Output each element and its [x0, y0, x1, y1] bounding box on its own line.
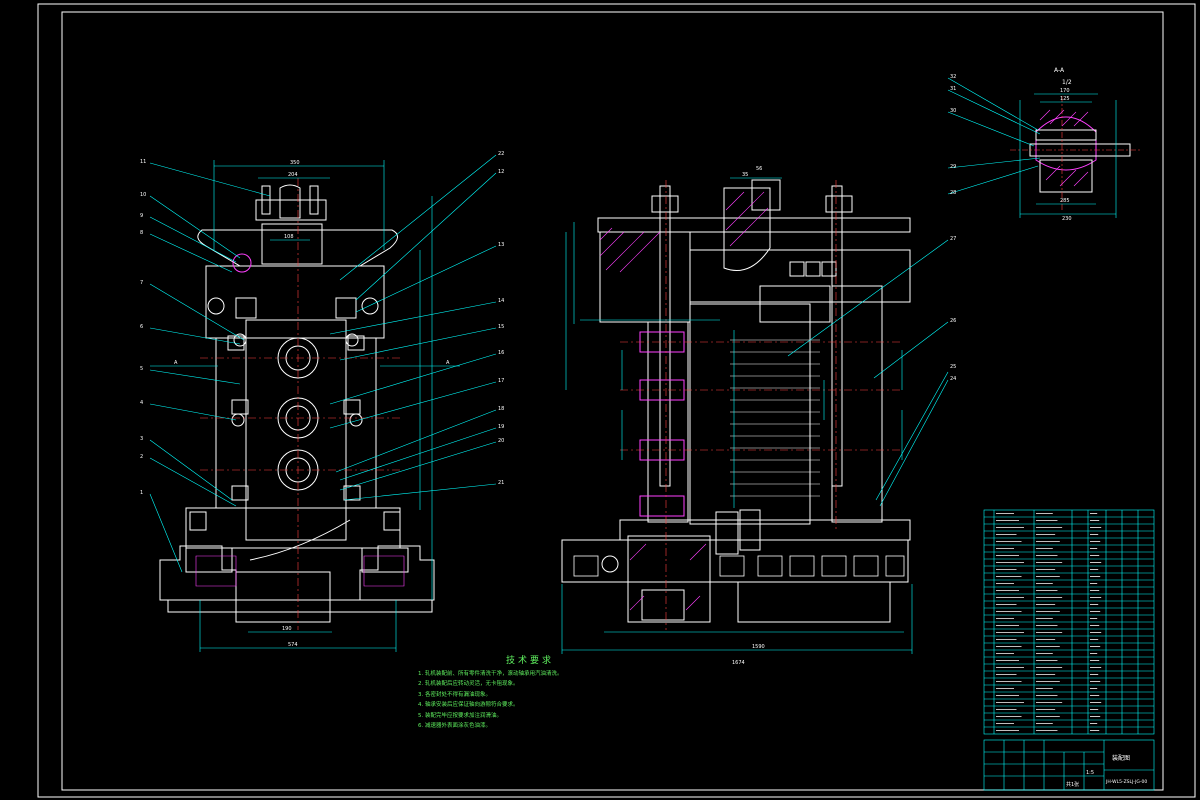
left-dim-350: 350 [290, 160, 300, 166]
right-dim-56: 56 [756, 166, 762, 172]
outer-border [37, 3, 1196, 798]
section-dim-170: 170 [1060, 88, 1070, 94]
right-dim-1590: 1590 [752, 644, 765, 650]
balloon-19: 19 [498, 424, 504, 430]
title-block-text: 装配图 1:5 共1张 JH-WL5-ZSLJ-JG-00 [1066, 754, 1147, 788]
note-item-6: 6. 减速器外表面涂灰色油漆。 [418, 723, 491, 729]
balloon-21: 21 [498, 480, 504, 486]
left-view [159, 184, 435, 623]
balloon-14: 14 [498, 298, 504, 304]
left-leaders [149, 154, 497, 573]
technical-requirements: 技术要求 1. 轧机装配前、所有零件清洗干净，滚动轴承用汽油清洗。 2. 轧机装… [418, 656, 628, 732]
bill-of-materials [983, 509, 1155, 735]
balloon-13: 13 [498, 242, 504, 248]
balloon-2: 2 [140, 454, 143, 460]
left-labels: 350 204 108 190 574 A A 11 10 9 8 7 6 5 … [140, 151, 504, 648]
balloon-1: 1 [140, 490, 143, 496]
balloon-11: 11 [140, 159, 146, 165]
note-item-4: 4. 轴承安装后应保证轴向游隙符合要求。 [418, 702, 519, 708]
left-section-mark-a-right: A [446, 360, 450, 366]
balloon-30: 30 [950, 108, 956, 114]
notes-title: 技术要求 [505, 656, 554, 666]
section-dim-125: 125 [1060, 96, 1070, 102]
balloon-22: 22 [498, 151, 504, 157]
balloon-10: 10 [140, 192, 146, 198]
balloon-9: 9 [140, 213, 143, 219]
section-view [1010, 96, 1140, 212]
section-dimensions [947, 77, 1117, 218]
right-dim-1674: 1674 [732, 660, 745, 666]
inner-border [61, 11, 1164, 791]
right-dim-35: 35 [742, 172, 748, 178]
left-dim-190: 190 [282, 626, 292, 632]
balloon-5: 5 [140, 366, 143, 372]
section-scale: 1/2 [1062, 79, 1072, 86]
balloon-18: 18 [498, 406, 504, 412]
balloon-28: 28 [950, 190, 956, 196]
right-dimensions [561, 177, 913, 654]
balloon-20: 20 [498, 438, 504, 444]
balloon-8: 8 [140, 230, 143, 236]
balloon-3: 3 [140, 436, 143, 442]
right-hatching [599, 191, 769, 611]
left-section-mark-a-left: A [174, 360, 178, 366]
balloon-26: 26 [950, 318, 956, 324]
left-dim-108: 108 [284, 234, 294, 240]
balloon-31: 31 [950, 86, 956, 92]
balloon-7: 7 [140, 280, 143, 286]
section-labels: A-A 1/2 170 125 285 230 32 31 30 29 28 [950, 67, 1072, 222]
right-labels: 35 56 1590 1674 27 26 25 24 [732, 166, 956, 666]
section-dim-285: 285 [1060, 198, 1070, 204]
balloon-6: 6 [140, 324, 143, 330]
balloon-32: 32 [950, 74, 956, 80]
title-block-name: 装配图 [1112, 754, 1130, 762]
balloon-25: 25 [950, 364, 956, 370]
balloon-29: 29 [950, 164, 956, 170]
title-block-drawing-no: JH-WL5-ZSLJ-JG-00 [1105, 779, 1147, 785]
right-centerlines [620, 180, 900, 630]
note-item-1: 1. 轧机装配前、所有零件清洗干净，滚动轴承用汽油清洗。 [418, 670, 563, 677]
balloon-27: 27 [950, 236, 956, 242]
balloon-17: 17 [498, 378, 504, 384]
title-block-scale: 1:5 [1086, 770, 1094, 776]
balloon-24: 24 [950, 376, 956, 382]
left-dim-574: 574 [288, 642, 298, 648]
left-dimensions [150, 160, 460, 652]
right-leaders [787, 239, 949, 507]
section-dim-230: 230 [1062, 216, 1072, 222]
balloon-12: 12 [498, 169, 504, 175]
balloon-4: 4 [140, 400, 143, 406]
balloon-16: 16 [498, 350, 504, 356]
note-item-3: 3. 各密封处不得有漏油现象。 [418, 691, 491, 698]
note-item-5: 5. 装配完毕应按要求加注润滑油。 [418, 712, 502, 719]
section-title: A-A [1054, 67, 1065, 74]
right-view [561, 179, 911, 623]
title-block-sheet: 共1张 [1066, 781, 1079, 788]
note-item-2: 2. 轧机装配后应转动灵活，无卡阻现象。 [418, 681, 519, 687]
balloon-15: 15 [498, 324, 504, 330]
left-dim-204: 204 [288, 172, 298, 178]
title-block [983, 739, 1155, 791]
